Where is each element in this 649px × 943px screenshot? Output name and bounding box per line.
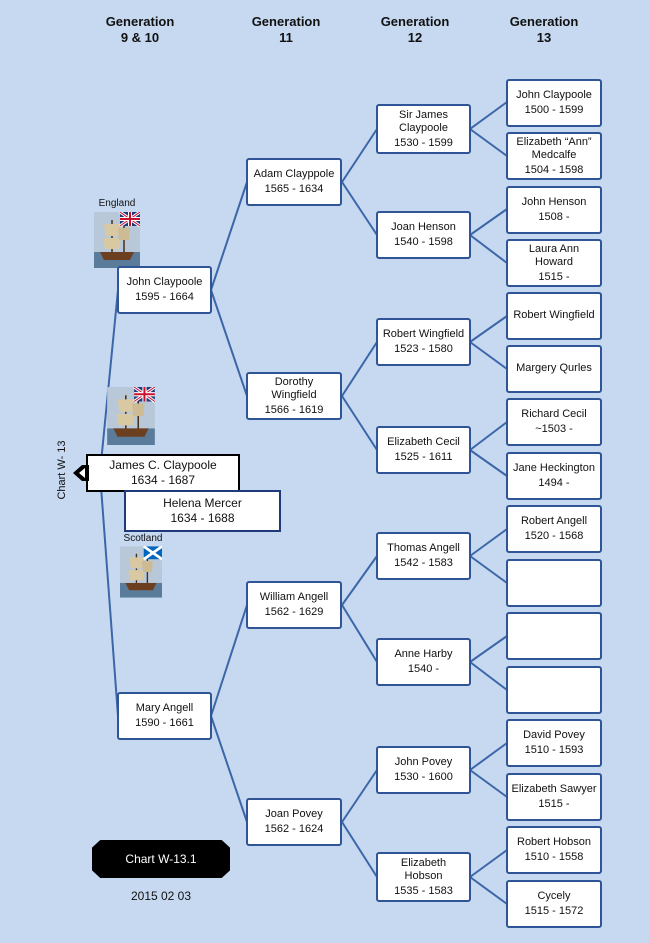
scotland-label: Scotland [123,533,163,544]
spouse-name: Helena Mercer [163,496,242,510]
chart-id-badge: Chart W-13.1 [92,840,230,878]
ship-england-icon [94,212,140,268]
arrow-left-icon [73,465,89,481]
root-dates: 1634 - 1687 [130,473,196,487]
person-box-margery-qurles[interactable]: Margery Qurles [506,345,602,393]
spouse-dates: 1634 - 1688 [170,511,235,525]
root-name: James C. Claypoole [109,458,217,472]
person-box-empty-2[interactable] [506,612,602,660]
person-box-robert-wingfield-13[interactable]: Robert Wingfield [506,292,602,340]
ship-scotland-icon [120,546,162,598]
root-person-box[interactable]: James C. Claypoole 1634 - 1687 [86,454,240,492]
spouse-box[interactable]: Helena Mercer 1634 - 1688 [124,490,281,532]
person-box-richard-cecil[interactable]: Richard Cecil~1503 - [506,398,602,446]
person-box-empty-1[interactable] [506,559,602,607]
ship-union-flag-icon [107,387,155,445]
england-label: England [98,198,136,209]
chart-side-label: Chart W- 13 [56,440,68,500]
chart-date: 2015 02 03 [130,889,192,903]
person-box-empty-3[interactable] [506,666,602,714]
